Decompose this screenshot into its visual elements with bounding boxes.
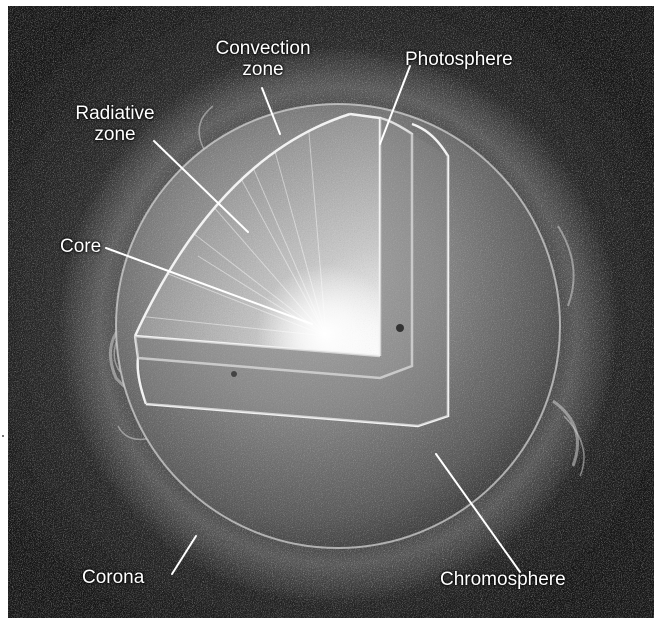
label-photosphere: Photosphere — [405, 49, 513, 70]
label-convection-zone-line-2: zone — [198, 59, 328, 80]
label-radiative-zone: Radiative zone — [60, 103, 170, 145]
label-corona: Corona — [82, 567, 144, 588]
label-chromosphere: Chromosphere — [440, 569, 566, 590]
label-core: Core — [60, 236, 101, 257]
label-chromosphere-text: Chromosphere — [440, 569, 566, 590]
scan-speck — [2, 435, 4, 437]
label-radiative-zone-line-1: Radiative — [60, 103, 170, 124]
label-convection-zone-line-1: Convection — [198, 38, 328, 59]
sun-cutaway-illustration — [8, 6, 654, 618]
label-core-text: Core — [60, 236, 101, 257]
label-convection-zone: Convection zone — [198, 38, 328, 80]
label-photosphere-text: Photosphere — [405, 49, 513, 70]
sunspot — [231, 371, 237, 377]
label-radiative-zone-line-2: zone — [60, 124, 170, 145]
sun-structure-figure: Convection zone Photosphere Radiative zo… — [8, 6, 654, 618]
label-corona-text: Corona — [82, 567, 144, 588]
sunspot — [396, 324, 404, 332]
